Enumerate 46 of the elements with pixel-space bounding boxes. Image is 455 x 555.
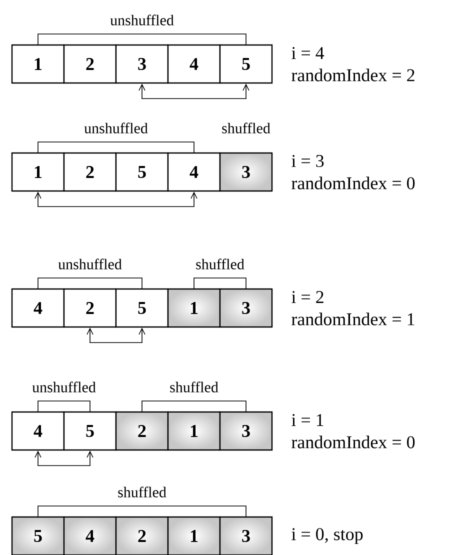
shuffled-cell: 3 — [219, 411, 273, 451]
state-text: randomIndex = 0 — [292, 176, 415, 190]
bracket-label: shuffled — [118, 486, 166, 498]
array-cell: 5 — [219, 44, 273, 84]
swap-arrow — [86, 328, 146, 343]
swap-arrow — [34, 450, 94, 466]
array-cell: 3 — [115, 44, 169, 84]
bracket-label: unshuffled — [110, 14, 174, 26]
bracket-label: unshuffled — [58, 258, 122, 270]
shuffled-cell: 5 — [11, 516, 65, 555]
array-cell: 5 — [63, 411, 117, 451]
state-text: i = 1 — [292, 414, 324, 426]
shuffled-cell: 3 — [219, 516, 273, 555]
shuffled-cell: 2 — [115, 516, 169, 555]
swap-arrow — [34, 192, 198, 207]
bracket-label: unshuffled — [32, 382, 96, 392]
shuffled-cell: 1 — [167, 288, 221, 328]
array-cell: 2 — [63, 288, 117, 328]
array-cell: 5 — [115, 152, 169, 192]
array-cell: 1 — [11, 44, 65, 84]
array-cell: 2 — [63, 152, 117, 192]
state-text: randomIndex = 2 — [292, 68, 414, 82]
state-text: randomIndex = 1 — [292, 312, 414, 326]
bracket-label: unshuffled — [84, 122, 148, 134]
array-cell: 2 — [63, 44, 117, 84]
shuffled-cell: 3 — [219, 288, 273, 328]
state-text: i = 3 — [292, 154, 324, 168]
state-text: randomIndex = 0 — [292, 436, 415, 448]
shuffled-cell: 3 — [219, 152, 273, 192]
shuffled-cell: 1 — [167, 411, 221, 451]
shuffled-cell: 4 — [63, 516, 117, 555]
state-text: i = 2 — [292, 291, 324, 303]
bracket-label: shuffled — [170, 382, 218, 392]
shuffled-cell: 2 — [115, 411, 169, 451]
array-cell: 4 — [11, 288, 65, 328]
bracket-label: shuffled — [196, 258, 244, 270]
array-cell: 5 — [115, 288, 169, 328]
shuffled-cell: 1 — [167, 516, 221, 555]
array-cell: 4 — [167, 152, 221, 192]
state-text: i = 4 — [292, 47, 324, 59]
array-cell: 4 — [167, 44, 221, 84]
swap-arrow — [138, 84, 250, 99]
array-cell: 1 — [11, 152, 65, 192]
state-text: i = 0, stop — [292, 528, 363, 544]
bracket-label: shuffled — [222, 122, 270, 134]
array-cell: 4 — [11, 411, 65, 451]
